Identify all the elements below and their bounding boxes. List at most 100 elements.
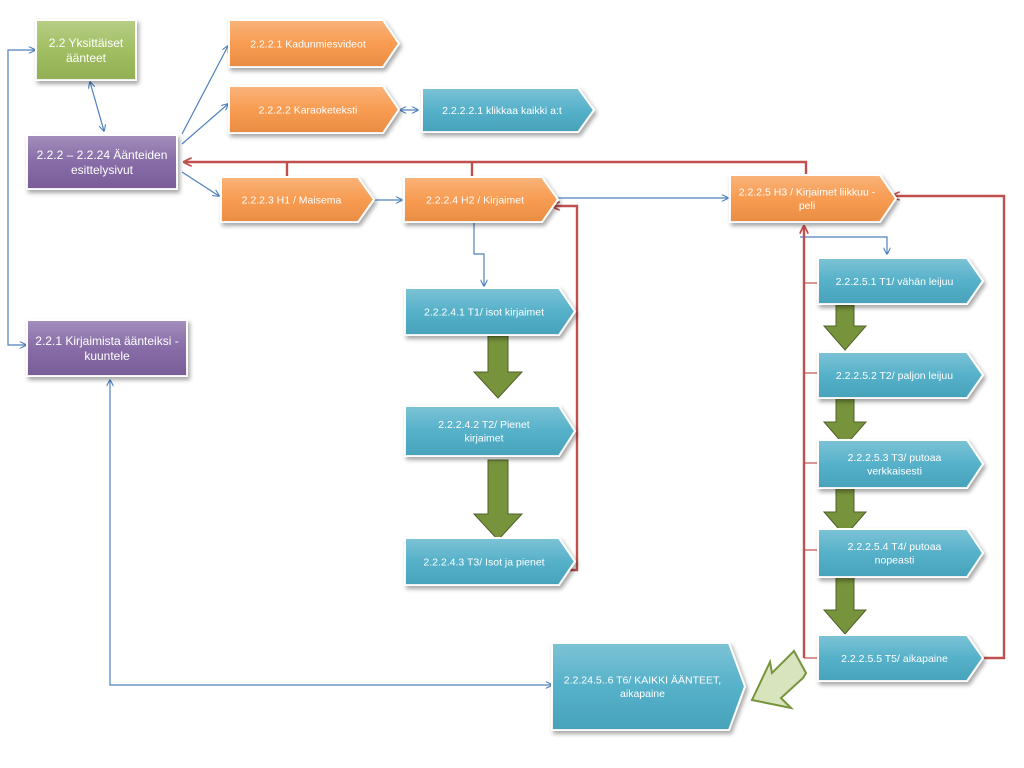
flow-arrow-22241-22242 (472, 335, 524, 399)
node-label-line: 2.2.2.4.3 T3/ Isot ja pienet (423, 556, 544, 568)
flow-arrow-22255-22245 (750, 649, 808, 710)
node-gloss (818, 440, 983, 488)
node-label: 2.2.2.4.2 T2/ Pienet kirjaimet (438, 419, 530, 445)
node-gloss (404, 177, 558, 222)
flow-arrow-22242-22243 (472, 459, 524, 541)
flow-arrow-22252-22253 (822, 391, 868, 447)
node-label: 2.2.2.3 H1 / Maisema (242, 194, 342, 206)
node-2-2-2-5-5: 2.2.2.5.5 T5/ aikapaine (817, 634, 985, 682)
node-label-line: 2.2.2.4 H2 / Kirjaimet (426, 194, 524, 206)
node-label-line: 2.2.2.3 H1 / Maisema (242, 194, 342, 206)
node-2-2-1: 2.2.1 Kirjaimista äänteiksi -kuuntele (26, 319, 188, 377)
connector-22-222 (90, 82, 104, 131)
node-2-2-2-4-1: 2.2.2.4.1 T1/ isot kirjaimet (404, 287, 577, 336)
node-2-2-2-2-1: 2.2.2.2.1 klikkaa kaikki a:t (421, 87, 596, 133)
node-2-2-2-5-1: 2.2.2.5.1 T1/ vähän leijuu (817, 257, 985, 305)
node-label-line: 2.2.2.5.3 T3/ putoaa (848, 452, 942, 464)
node-gloss (221, 177, 374, 222)
node-label-line: äänteet (66, 51, 107, 65)
node-label: 2.2.2.5.5 T5/ aikapaine (841, 653, 948, 665)
node-label: 2.2.2.4 H2 / Kirjaimet (426, 194, 524, 206)
node-label-line: 2.2.2 – 2.2.24 Äänteiden (37, 148, 168, 162)
node-label: 2.2.1 Kirjaimista äänteiksi -kuuntele (35, 334, 178, 363)
node-gloss (229, 20, 399, 67)
node-gloss (229, 86, 399, 133)
node-label-line: 2.2.2.5.2 T2/ paljon leijuu (836, 370, 953, 382)
node-label-line: 2.2.2.5.4 T4/ putoaa (848, 541, 942, 553)
node-label: 2.2.2.4.1 T1/ isot kirjaimet (424, 306, 544, 318)
node-label-line: kuuntele (84, 349, 130, 363)
node-label-line: 2.2.2.5.5 T5/ aikapaine (841, 653, 948, 665)
node-gloss (36, 20, 136, 80)
connector-22-221 (7, 50, 35, 345)
node-label: 2.2.2.2.1 klikkaa kaikki a:t (442, 105, 562, 117)
node-gloss (27, 320, 187, 376)
node-label: 2.2.2.5 H3 / Kirjaimet liikkuu -peli (739, 187, 876, 213)
node-label-line: 2.2.2.2.1 klikkaa kaikki a:t (442, 105, 562, 117)
node-label: 2.2.2.5.2 T2/ paljon leijuu (836, 370, 953, 382)
node-2-2-2-5: 2.2.2.5 H3 / Kirjaimet liikkuu -peli (729, 174, 898, 223)
node-label: 2.2.24.5..6 T6/ KAIKKI ÄÄNTEET,aikapaine (564, 675, 721, 701)
connector-2224-22241 (473, 220, 484, 286)
node-label-line: aikapaine (620, 688, 665, 700)
connector-2225-22251 (800, 236, 887, 254)
node-2-2-2-4: 2.2.2.4 H2 / Kirjaimet (403, 176, 560, 223)
node-label: 2.2.2.2 Karaoketeksti (259, 104, 358, 116)
flow-arrow-22254-22255 (822, 574, 868, 635)
node-label: 2.2.2.5.3 T3/ putoaa verkkaisesti (848, 452, 942, 478)
node-2-2-24-5: 2.2.24.5..6 T6/ KAIKKI ÄÄNTEET,aikapaine (551, 642, 747, 731)
node-label-line: 2.2.24.5..6 T6/ KAIKKI ÄÄNTEET, (564, 675, 721, 687)
node-2-2-2-3: 2.2.2.3 H1 / Maisema (220, 176, 376, 223)
node-gloss (405, 538, 575, 585)
node-label: 2.2.2.4.3 T3/ Isot ja pienet (423, 556, 544, 568)
node-2-2-2-1: 2.2.2.1 Kadunmiesvideot (228, 19, 401, 68)
node-gloss (818, 352, 983, 398)
node-label-line: kirjaimet (464, 433, 503, 445)
flow-arrow-22253-22254 (822, 481, 868, 537)
node-gloss (730, 175, 896, 222)
node-label: 2.2.2.5.4 T4/ putoaa nopeasti (848, 541, 942, 567)
return-22255-2225 (892, 196, 1006, 660)
node-label-line: esittelysivut (71, 163, 134, 177)
node-label-line: 2.2.2.4.1 T1/ isot kirjaimet (424, 306, 544, 318)
connector-222-2222 (181, 104, 228, 145)
node-gloss (422, 88, 594, 132)
node-gloss (818, 635, 983, 681)
node-label-line: 2.2.2.2 Karaoketeksti (259, 104, 358, 116)
node-2-2-2-4-3: 2.2.2.4.3 T3/ Isot ja pienet (404, 537, 577, 586)
node-label: 2.2.2.5.1 T1/ vähän leijuu (836, 276, 954, 288)
node-2-2-2-5-2: 2.2.2.5.2 T2/ paljon leijuu (817, 351, 985, 399)
connector-221-22245 (110, 380, 552, 685)
node-gloss (405, 406, 575, 456)
connector-222-2223 (181, 171, 219, 196)
node-label-line: peli (799, 200, 815, 212)
node-2-2-2-4-2: 2.2.2.4.2 T2/ Pienet kirjaimet (404, 405, 577, 457)
return-22243-2224 (552, 206, 579, 572)
node-label-line: 2.2.2.4.2 T2/ Pienet (438, 419, 530, 431)
node-label-line: 2.2.2.1 Kadunmiesvideot (250, 38, 366, 50)
node-gloss (818, 529, 983, 577)
node-2-2-2-5-3: 2.2.2.5.3 T3/ putoaa verkkaisesti (817, 439, 985, 489)
node-2-2-2-2: 2.2.2.2 Karaoketeksti (228, 85, 401, 134)
node-label-line: 2.2.2.5.1 T1/ vähän leijuu (836, 276, 954, 288)
connector-222-2221 (181, 46, 228, 135)
node-label: 2.2.2.1 Kadunmiesvideot (250, 38, 366, 50)
node-label-line: 2.2.1 Kirjaimista äänteiksi - (35, 334, 178, 348)
node-label-line: verkkaisesti (867, 466, 922, 478)
node-gloss (818, 258, 983, 304)
flow-arrow-22251-22252 (822, 304, 868, 351)
node-label-line: 2.2 Yksittäiset (49, 36, 124, 50)
green-flow-arrows (472, 304, 868, 635)
blue-connectors (7, 46, 887, 685)
node-label-line: nopeasti (875, 555, 915, 567)
node-gloss (552, 643, 745, 730)
node-gloss (405, 288, 575, 335)
node-2-2-2-5-4: 2.2.2.5.4 T4/ putoaa nopeasti (817, 528, 985, 578)
node-gloss (27, 135, 177, 189)
